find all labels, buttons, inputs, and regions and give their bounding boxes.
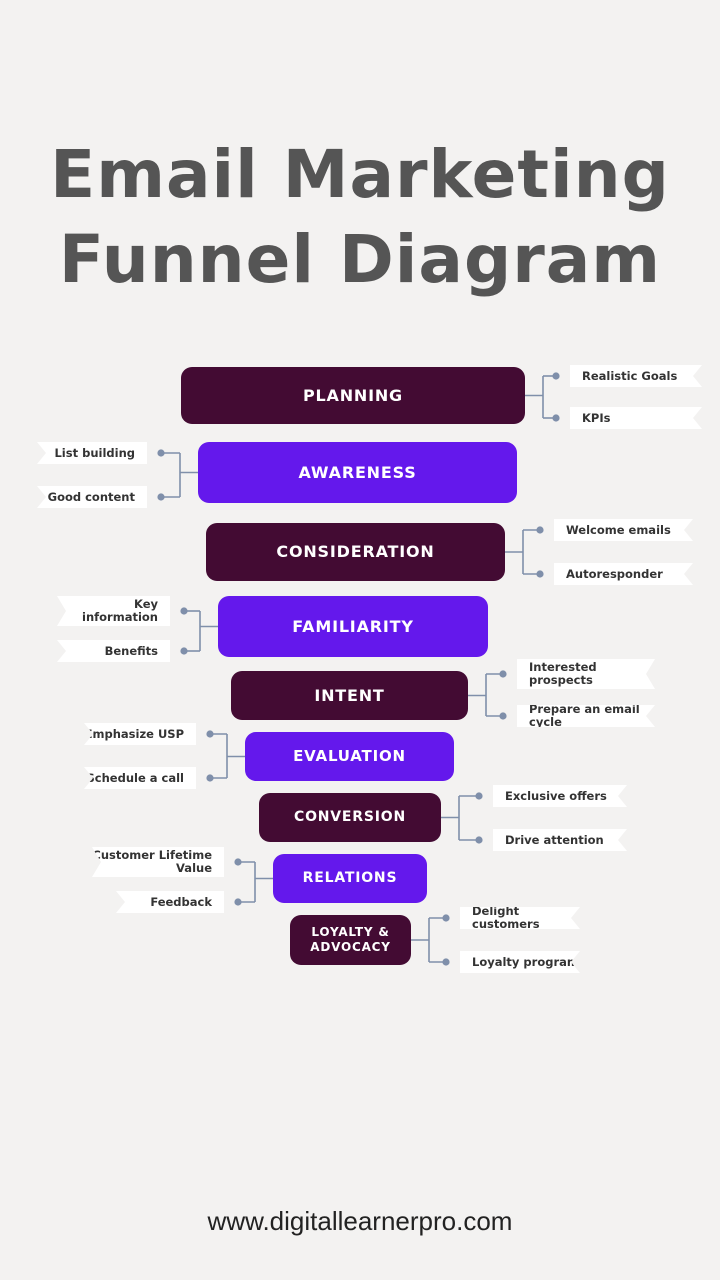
connector-dot-loyalty-advocacy-0: [442, 914, 450, 922]
connector-dot-intent-1: [499, 712, 507, 720]
funnel-item-good-content: Good content: [37, 486, 147, 508]
funnel-item-benefits: Benefits: [57, 640, 170, 662]
funnel-item-schedule-a-call: Schedule a call: [84, 767, 196, 789]
funnel-item-key-information: Key information: [57, 596, 170, 626]
funnel-stage-consideration: CONSIDERATION: [206, 523, 505, 581]
funnel-stage-conversion: CONVERSION: [259, 793, 441, 842]
connector-dot-conversion-0: [475, 792, 483, 800]
connector-dot-loyalty-advocacy-1: [442, 958, 450, 966]
funnel-stage-loyalty-advocacy: LOYALTY & ADVOCACY: [290, 915, 411, 965]
connector-dot-planning-0: [552, 372, 560, 380]
connector-dot-relations-1: [234, 898, 242, 906]
funnel-item-realistic-goals: Realistic Goals: [570, 365, 702, 387]
funnel-stage-awareness: AWARENESS: [198, 442, 517, 503]
funnel-item-loyalty-program: Loyalty program: [460, 951, 580, 973]
connector-dot-consideration-0: [536, 526, 544, 534]
connector-dot-familiarity-0: [180, 607, 188, 615]
connector-dot-conversion-1: [475, 836, 483, 844]
funnel-item-welcome-emails: Welcome emails: [554, 519, 693, 541]
funnel-item-drive-attention: Drive attention: [493, 829, 627, 851]
connector-dot-familiarity-1: [180, 647, 188, 655]
page-title-line-1: Email Marketing: [50, 136, 670, 213]
connector-dot-intent-0: [499, 670, 507, 678]
funnel-stage-intent: INTENT: [231, 671, 468, 720]
funnel-stage-familiarity: FAMILIARITY: [218, 596, 488, 657]
funnel-stage-relations: RELATIONS: [273, 854, 427, 903]
connector-dot-evaluation-0: [206, 730, 214, 738]
funnel-item-autoresponder: Autoresponder: [554, 563, 693, 585]
funnel-stage-planning: PLANNING: [181, 367, 525, 424]
funnel-item-list-building: List building: [37, 442, 147, 464]
funnel-item-prepare-an-email-cycle: Prepare an email cycle: [517, 705, 655, 727]
funnel-stage-evaluation: EVALUATION: [245, 732, 454, 781]
funnel-item-kpis: KPIs: [570, 407, 702, 429]
connector-dot-planning-1: [552, 414, 560, 422]
funnel-item-delight-customers: Delight customers: [460, 907, 580, 929]
connector-dot-relations-0: [234, 858, 242, 866]
connector-dot-awareness-1: [157, 493, 165, 501]
funnel-item-customer-lifetime-value: Customer Lifetime Value: [92, 847, 224, 877]
connector-dot-evaluation-1: [206, 774, 214, 782]
page-title-line-2: Funnel Diagram: [58, 221, 662, 298]
funnel-item-exclusive-offers: Exclusive offers: [493, 785, 627, 807]
connector-dot-consideration-1: [536, 570, 544, 578]
funnel-item-feedback: Feedback: [116, 891, 224, 913]
funnel-item-emphasize-usp: Emphasize USP: [84, 723, 196, 745]
footer-url[interactable]: www.digitallearnerpro.com: [207, 1206, 513, 1236]
funnel-item-interested-prospects: Interested prospects: [517, 659, 655, 689]
connector-dot-awareness-0: [157, 449, 165, 457]
